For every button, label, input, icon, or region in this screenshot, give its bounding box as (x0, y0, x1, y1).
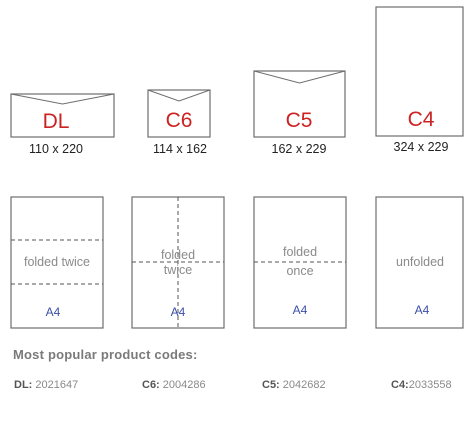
product-code-dl-label: DL: (14, 379, 33, 391)
product-code-c4-value: 2033558 (408, 379, 452, 391)
sheet-1-fold-label: folded twice (24, 255, 90, 269)
envelope-c5-code: C5 (286, 109, 313, 132)
envelope-c4: C4 (375, 6, 464, 137)
sheet-1-paper-label: A4 (46, 305, 61, 319)
sheet-2-fold-label-1: folded (161, 248, 195, 262)
envelope-c6-code: C6 (166, 109, 193, 132)
sheet-3-fold-label-1: folded (283, 245, 317, 259)
envelope-c5-size: 162 x 229 (272, 142, 327, 156)
product-code-c6-value: 2004286 (159, 379, 206, 391)
product-code-c6-label: C6: (142, 379, 160, 391)
sheet-folded-once: folded once A4 (253, 196, 347, 329)
product-code-c5-label: C5: (262, 379, 280, 391)
sheet-unfolded: unfolded A4 (375, 196, 464, 329)
envelope-c4-code: C4 (408, 108, 435, 131)
envelope-c6: C6 (147, 89, 211, 138)
envelope-dl: DL (10, 93, 115, 138)
envelope-c4-size: 324 x 229 (394, 140, 449, 154)
envelope-c6-size: 114 x 162 (153, 142, 207, 156)
sheet-4-paper-label: A4 (415, 303, 430, 317)
sheet-3-paper-label: A4 (293, 303, 308, 317)
sheet-cross-folded: folded twice A4 (131, 196, 225, 329)
envelope-dl-code: DL (43, 110, 70, 133)
envelope-c5: C5 (253, 70, 346, 138)
sheet-2-fold-label-2: twice (164, 263, 193, 277)
sheet-2-paper-label: A4 (171, 305, 186, 319)
product-code-dl-value: 2021647 (32, 379, 79, 391)
envelope-dl-size: 110 x 220 (29, 142, 83, 156)
product-code-c4: C4:2033558 (391, 379, 452, 391)
product-code-c5-value: 2042682 (279, 379, 326, 391)
product-code-c4-label: C4: (391, 379, 409, 391)
product-codes-title: Most popular product codes: (13, 347, 198, 362)
sheet-4-fold-label: unfolded (396, 255, 444, 269)
sheet-3-fold-label-2: once (286, 264, 313, 278)
product-code-c6: C6: 2004286 (142, 379, 206, 391)
product-code-c5: C5: 2042682 (262, 379, 326, 391)
product-code-dl: DL: 2021647 (14, 379, 78, 391)
sheet-folded-twice: folded twice A4 (10, 196, 104, 329)
